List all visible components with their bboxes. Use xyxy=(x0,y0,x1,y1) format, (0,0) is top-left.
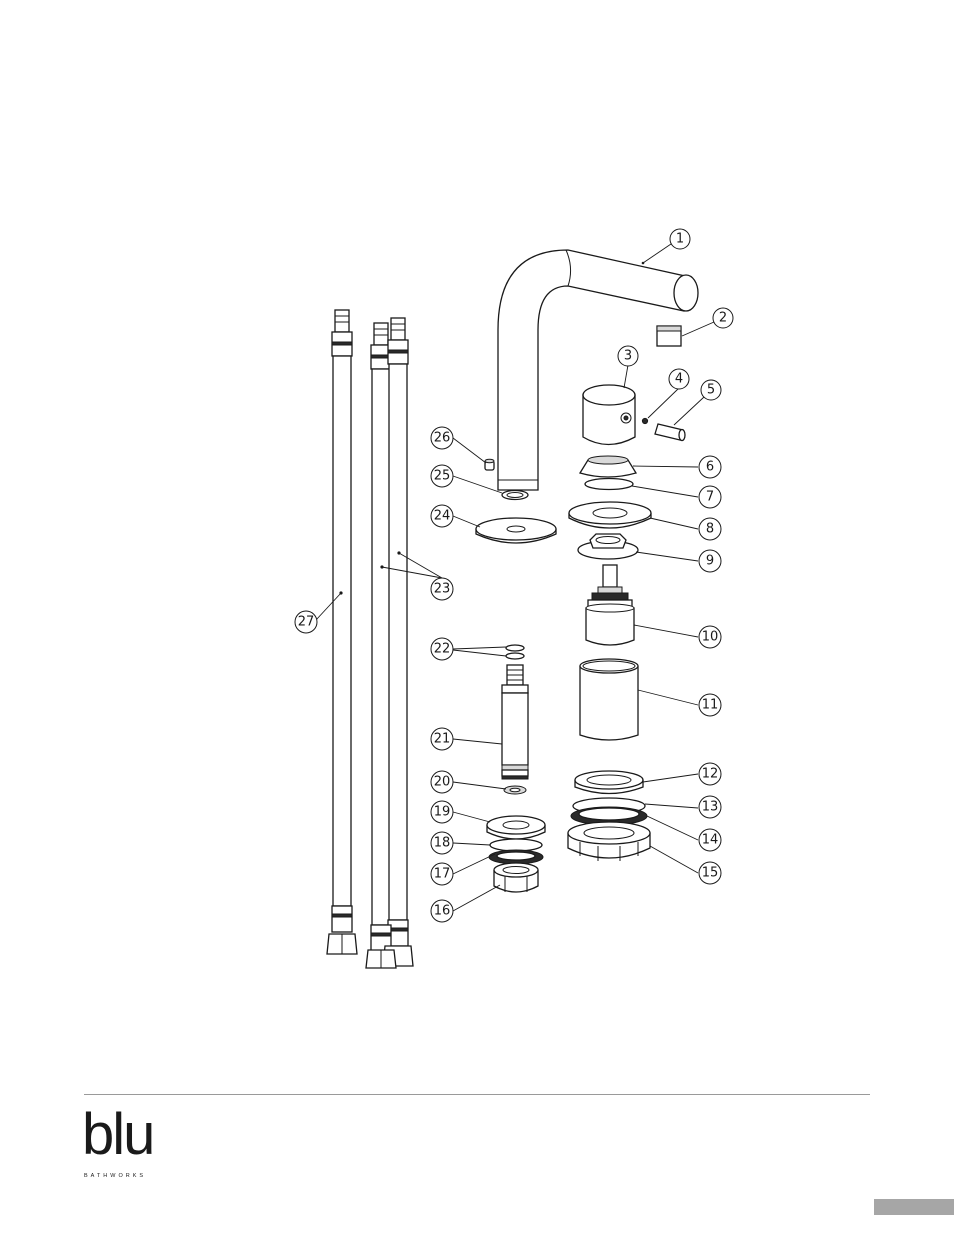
rubber-seal-part xyxy=(570,806,648,826)
svg-text:7: 7 xyxy=(706,490,714,505)
svg-text:21: 21 xyxy=(434,732,451,747)
shank-o-ring-lower xyxy=(505,652,525,660)
shank-washer-part xyxy=(503,785,527,795)
spout-washer-part xyxy=(501,489,529,501)
svg-text:19: 19 xyxy=(434,805,451,820)
svg-text:14: 14 xyxy=(702,833,719,848)
callout-23: 23 xyxy=(430,577,454,601)
svg-text:20: 20 xyxy=(434,775,451,790)
handle-part xyxy=(582,384,636,446)
svg-text:15: 15 xyxy=(702,866,719,881)
callout-21: 21 xyxy=(430,727,454,751)
spout-back-nut-part xyxy=(493,862,539,893)
svg-text:13: 13 xyxy=(702,800,719,815)
svg-text:26: 26 xyxy=(434,431,451,446)
shroud-part xyxy=(578,455,638,478)
callout-6: 6 xyxy=(698,455,722,479)
svg-text:8: 8 xyxy=(706,522,714,537)
cap-part xyxy=(656,325,682,347)
o-ring-part xyxy=(584,477,634,491)
base-plate-part xyxy=(568,501,652,529)
shank-o-ring-upper xyxy=(505,644,525,652)
aerator-part xyxy=(484,458,495,471)
spout-gasket-part xyxy=(489,838,543,852)
svg-text:4: 4 xyxy=(675,372,683,387)
callout-7: 7 xyxy=(698,485,722,509)
callout-9: 9 xyxy=(698,549,722,573)
grub-screw-part xyxy=(641,417,649,425)
svg-text:2: 2 xyxy=(719,311,727,326)
page-tab-marker xyxy=(874,1199,954,1215)
svg-text:1: 1 xyxy=(676,232,684,247)
svg-text:24: 24 xyxy=(434,509,451,524)
svg-text:16: 16 xyxy=(434,904,451,919)
callout-19: 19 xyxy=(430,800,454,824)
callout-1: 1 xyxy=(669,228,691,250)
svg-text:25: 25 xyxy=(434,469,451,484)
flexible-hose-single xyxy=(326,309,358,955)
callout-22: 22 xyxy=(430,637,454,661)
callout-5: 5 xyxy=(700,379,722,401)
callout-11: 11 xyxy=(698,693,722,717)
svg-text:27: 27 xyxy=(298,615,315,630)
svg-text:3: 3 xyxy=(624,349,632,364)
callout-17: 17 xyxy=(430,862,454,886)
cartridge-part xyxy=(585,564,635,646)
callout-4: 4 xyxy=(668,368,690,390)
spout-rubber-seal-part xyxy=(488,849,544,865)
brand-logo: blu BATHWORKS xyxy=(82,1106,172,1182)
leader-lines xyxy=(315,243,715,912)
svg-text:11: 11 xyxy=(702,698,719,713)
callout-15: 15 xyxy=(698,861,722,885)
spout-part xyxy=(497,249,699,491)
callout-12: 12 xyxy=(698,762,722,786)
flange-washer-part xyxy=(574,770,644,795)
callout-3: 3 xyxy=(617,345,639,367)
callout-26: 26 xyxy=(430,426,454,450)
logo-wordmark: blu xyxy=(82,1102,155,1167)
footer-divider xyxy=(84,1094,870,1095)
spout-shank-part xyxy=(501,664,529,780)
callout-25: 25 xyxy=(430,464,454,488)
svg-text:17: 17 xyxy=(434,867,451,882)
svg-text:23: 23 xyxy=(434,582,451,597)
svg-text:12: 12 xyxy=(702,767,719,782)
svg-text:18: 18 xyxy=(434,836,451,851)
svg-text:10: 10 xyxy=(702,630,719,645)
flexible-hose-pair xyxy=(365,317,414,969)
lock-nut-part xyxy=(577,533,639,560)
sleeve-part xyxy=(579,658,639,741)
callout-24: 24 xyxy=(430,504,454,528)
pin-part xyxy=(654,423,686,442)
callout-2: 2 xyxy=(712,307,734,329)
callout-10: 10 xyxy=(698,625,722,649)
svg-text:5: 5 xyxy=(707,383,715,398)
callout-8: 8 xyxy=(698,517,722,541)
spout-flange-part xyxy=(486,815,546,840)
callout-18: 18 xyxy=(430,831,454,855)
logo-subtext: BATHWORKS xyxy=(84,1173,147,1179)
svg-text:22: 22 xyxy=(434,642,451,657)
callout-20: 20 xyxy=(430,770,454,794)
callout-16: 16 xyxy=(430,899,454,923)
svg-text:9: 9 xyxy=(706,554,714,569)
back-nut-part xyxy=(567,821,651,861)
callout-13: 13 xyxy=(698,795,722,819)
svg-text:6: 6 xyxy=(706,460,714,475)
spout-base-plate-part xyxy=(475,517,557,544)
callout-14: 14 xyxy=(698,828,722,852)
callout-27: 27 xyxy=(294,610,318,634)
